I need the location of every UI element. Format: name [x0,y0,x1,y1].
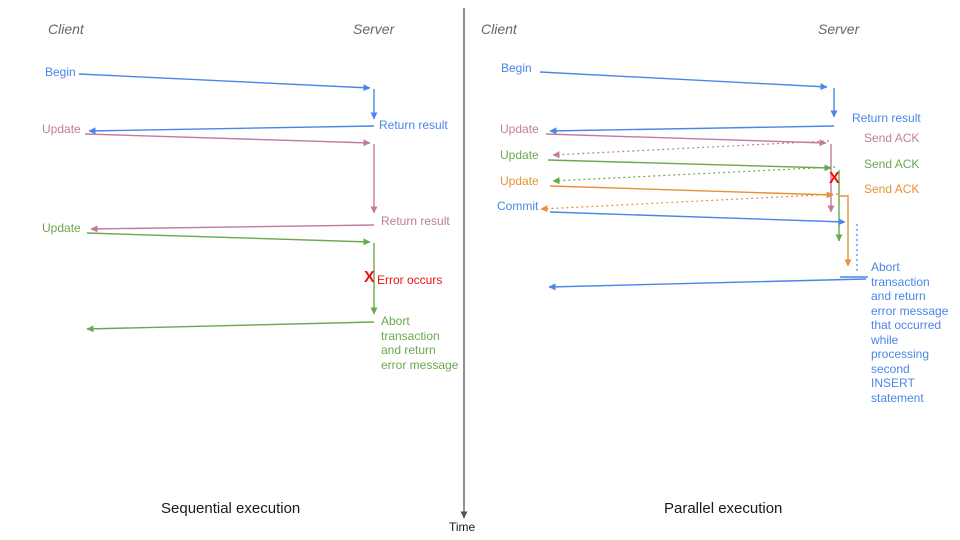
par-update2-request-arrow [547,159,832,172]
par-begin-request-arrow [539,71,828,91]
seq-server-header: Server [353,21,395,37]
par-send-ack-1-label: Send ACK [864,131,920,145]
par-server-header: Server [818,21,860,37]
seq-update2-request-arrow [86,232,371,246]
seq-update-2-label: Update [42,221,81,235]
seq-begin-request-arrow [78,73,371,92]
par-update-3-label: Update [500,174,539,188]
seq-error-x-mark: X [364,269,375,286]
par-client-header: Client [481,21,517,37]
par-caption: Parallel execution [664,500,783,517]
par-update-2-label: Update [500,148,539,162]
seq-caption: Sequential execution [161,500,301,517]
seq-error-occurs-label: Error occurs [377,273,443,287]
par-update1-request-arrow [545,133,827,147]
seq-begin-return-arrow [88,125,375,135]
seq-return-result-1-label: Return result [379,118,448,132]
par-begin-label: Begin [501,61,532,75]
par-ack2-return-dotted [552,166,836,185]
par-abort-return-arrow [548,278,867,291]
par-send-ack-3-label: Send ACK [864,182,920,196]
par-abort-message: Abort transaction and return error messa… [871,260,949,405]
par-error-x-mark: X [829,170,840,187]
seq-begin-label: Begin [45,65,76,79]
par-begin-return-arrow [549,125,835,135]
seq-update1-request-arrow [84,133,371,147]
seq-client-header: Client [48,21,84,37]
seq-update1-return-arrow [90,224,375,233]
time-label: Time [449,520,476,534]
seq-return-result-2-label: Return result [381,214,450,228]
par-update3-request-arrow [549,185,834,199]
par-update-1-label: Update [500,122,539,136]
par-update3-processing-line [839,195,852,267]
seq-abort-return-arrow [86,321,375,333]
par-commit-label: Commit [497,199,539,213]
par-return-result-label: Return result [852,111,921,125]
par-ack3-return-dotted [540,193,839,213]
par-send-ack-2-label: Send ACK [864,157,920,171]
seq-update-1-label: Update [42,122,81,136]
par-commit-request-arrow [549,211,846,226]
par-ack1-return-dotted [552,140,830,159]
seq-abort-message: Abort transaction and return error messa… [381,314,459,372]
